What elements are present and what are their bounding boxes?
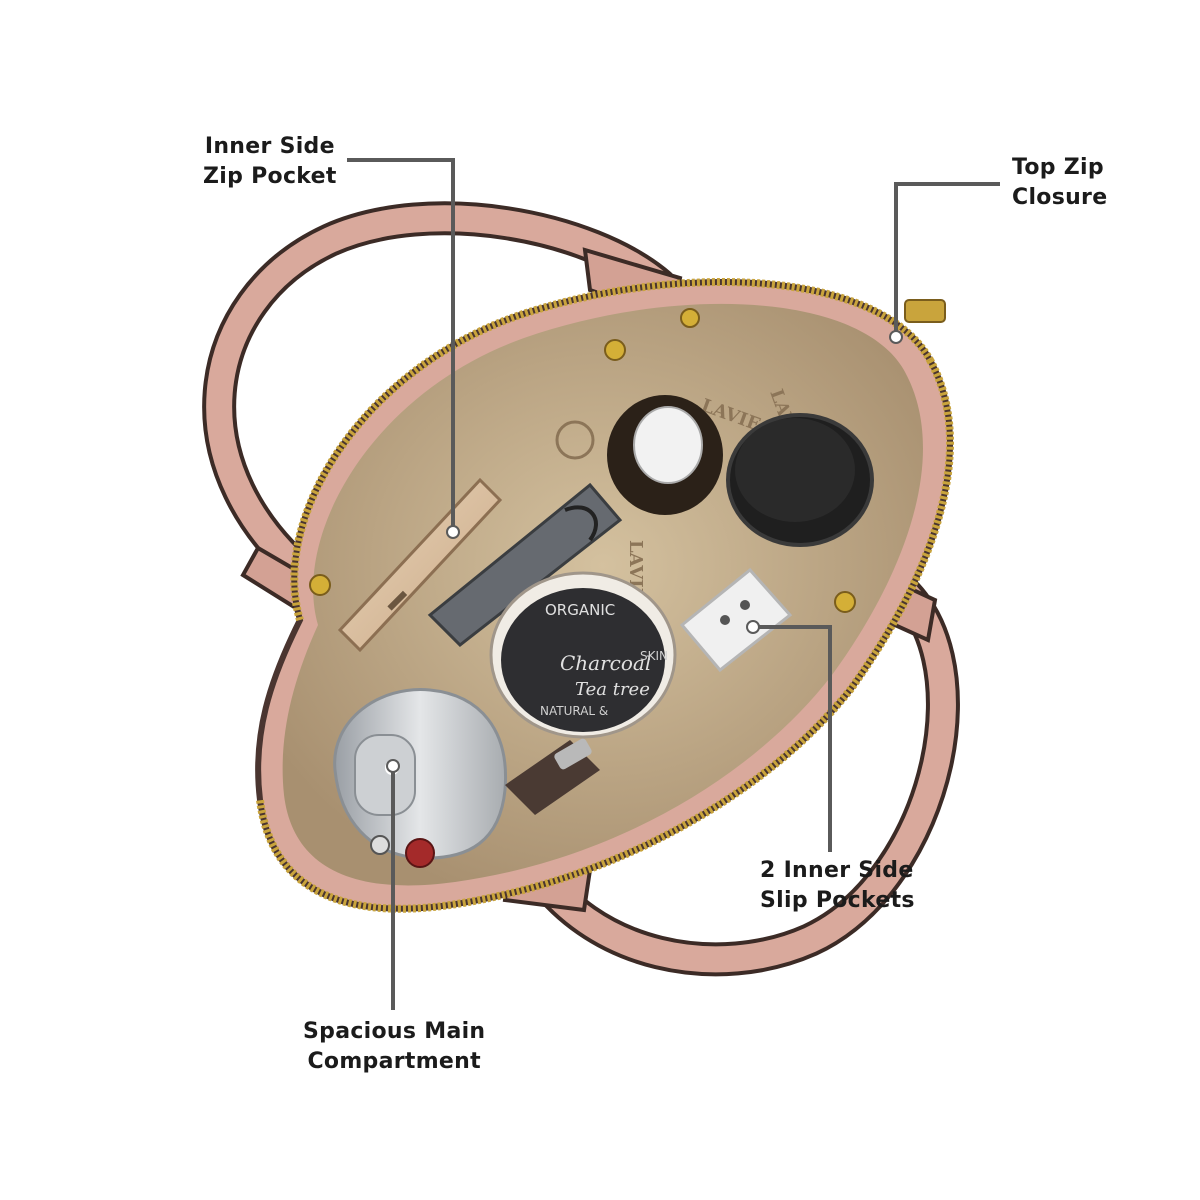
callout-inner-side-zip-pocket: Inner Side Zip Pocket — [203, 132, 337, 192]
callout-text: Compartment — [307, 1049, 481, 1074]
callout-text: Slip Pockets — [760, 888, 915, 913]
callout-top-zip-closure: Top Zip Closure — [1012, 153, 1107, 213]
callout-dot-zip-pocket — [446, 525, 460, 539]
callout-inner-side-slip-pockets: 2 Inner Side Slip Pockets — [760, 856, 915, 916]
callout-text: 2 Inner Side — [760, 858, 914, 883]
pouch — [427, 482, 623, 647]
callout-dots — [386, 330, 903, 773]
callout-text: Closure — [1012, 185, 1108, 210]
callout-lines — [347, 158, 1000, 1010]
callout-line-zip-pocket — [347, 158, 455, 532]
black-cup — [607, 395, 723, 515]
dark-tin — [726, 413, 874, 547]
product-jar: ORGANIC Charcoal Tea tree NATURAL & SKIN — [489, 571, 677, 739]
callout-main-compartment: Spacious Main Compartment — [303, 1017, 485, 1077]
product-label-1: ORGANIC — [545, 601, 615, 619]
callout-dot-top-zip — [889, 330, 903, 344]
product-label-5: SKIN — [640, 649, 668, 663]
phone — [337, 477, 503, 653]
product-label-2: Charcoal — [560, 651, 651, 675]
water-bottle — [333, 688, 508, 860]
product-label-4: NATURAL & — [540, 704, 608, 718]
callout-text: Top Zip — [1012, 155, 1104, 180]
callout-line-top-zip — [894, 182, 1000, 337]
keys — [370, 738, 600, 868]
callout-text: Zip Pocket — [203, 164, 337, 189]
callout-dot-slip-pockets — [746, 620, 760, 634]
zipper — [256, 278, 954, 913]
product-label-3: Tea tree — [575, 679, 650, 700]
callout-dot-main-compartment — [386, 759, 400, 773]
callout-text: Inner Side — [204, 134, 335, 159]
left-handle — [202, 201, 683, 623]
callout-text: Spacious Main — [303, 1019, 486, 1044]
plug-adapter — [679, 567, 793, 673]
callout-line-slip-pockets — [755, 625, 832, 852]
